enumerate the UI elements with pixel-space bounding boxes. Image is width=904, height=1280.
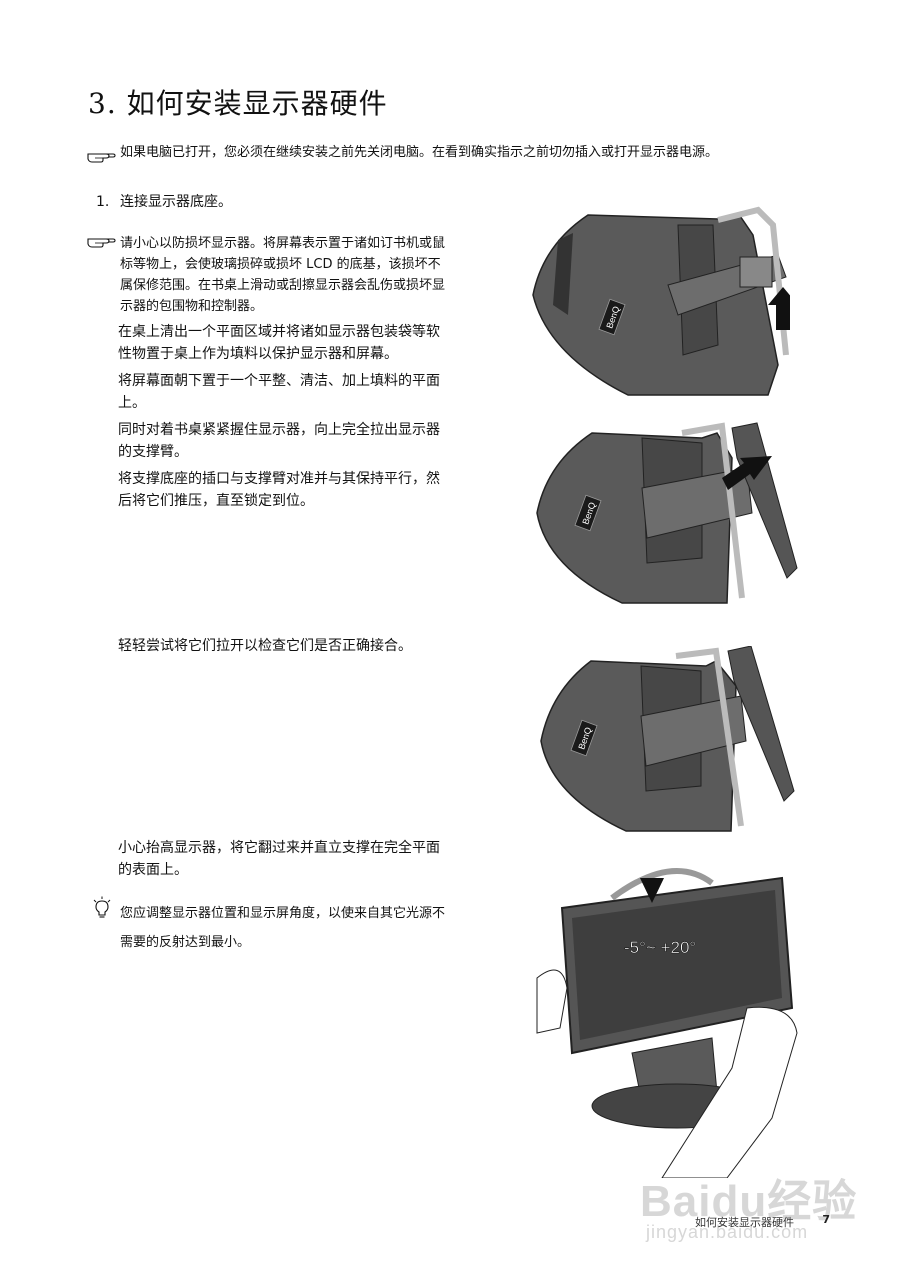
warning-text: 请小心以防损坏显示器。将屏幕表示置于诸如订书机或鼠 标等物上，会使玻璃损碎或损坏… [120,233,445,317]
paragraph-line: 性物置于桌上作为填料以保护显示器和屏幕。 [118,346,398,362]
paragraph-lift-monitor: 小心抬高显示器，将它翻过来并直立支撑在完全平面 的表面上。 [118,837,440,881]
paragraph-line: 后将它们推压，直至锁定到位。 [118,493,314,509]
watermark-url: jingyan.baidu.com [646,1222,809,1242]
paragraph-line: 小心抬高显示器，将它翻过来并直立支撑在完全平面 [118,840,440,856]
footer-title: 如何安装显示器硬件 [695,1216,794,1229]
illustration-upright-monitor: -5°~ +20° [536,868,798,1178]
paragraph-clear-area: 在桌上清出一个平面区域并将诸如显示器包装袋等软 性物置于桌上作为填料以保护显示器… [118,321,440,365]
paragraph-line: 上。 [118,395,146,411]
paragraph-check-engaged: 轻轻尝试将它们拉开以检查它们是否正确接合。 [118,638,412,654]
warning-line: 标等物上，会使玻璃损碎或损坏 LCD 的底基，该损坏不 [120,257,441,272]
warning-line: 属保修范围。在书桌上滑动或刮擦显示器会乱伤或损坏显 [120,278,446,293]
page-title: 3. 如何安装显示器硬件 [88,87,388,120]
lightbulb-icon [93,896,111,918]
watermark-brand: Baidu经验 [640,1177,858,1226]
step-label: 连接显示器底座。 [120,194,232,210]
tip-text: 您应调整显示器位置和显示屏角度，以使来自其它光源不 需要的反射达到最小。 [120,899,445,957]
illustration-attach-base: BenQ [536,422,798,604]
illustration-pull-arm: BenQ [532,206,790,396]
warning-line: 请小心以防损坏显示器。将屏幕表示置于诸如订书机或鼠 [120,236,446,251]
page-number: 7 [822,1213,830,1226]
paragraph-line: 的支撑臂。 [118,444,188,460]
step-number: 1. [96,194,110,210]
paragraph-line: 将支撑底座的插口与支撑臂对准并与其保持平行，然 [118,471,440,487]
paragraph-line: 在桌上清出一个平面区域并将诸如显示器包装袋等软 [118,324,440,340]
warning-line: 示器的包围物和控制器。 [120,299,264,314]
tilt-range-label: -5°~ +20° [624,938,696,957]
tip-line: 需要的反射达到最小。 [120,935,251,950]
paragraph-face-down: 将屏幕面朝下置于一个平整、清洁、加上填料的平面 上。 [118,370,440,414]
pointing-hand-icon [87,238,116,248]
paragraph-line: 同时对着书桌紧紧握住显示器，向上完全拉出显示器 [118,422,440,438]
tip-line: 您应调整显示器位置和显示屏角度，以使来自其它光源不 [120,906,446,921]
paragraph-attach-base: 将支撑底座的插口与支撑臂对准并与其保持平行，然 后将它们推压，直至锁定到位。 [118,468,440,512]
pointing-hand-icon [87,153,116,163]
paragraph-line: 的表面上。 [118,862,188,878]
illustration-check-engaged: BenQ [540,646,795,832]
paragraph-line: 将屏幕面朝下置于一个平整、清洁、加上填料的平面 [118,373,440,389]
paragraph-pull-arm: 同时对着书桌紧紧握住显示器，向上完全拉出显示器 的支撑臂。 [118,419,440,463]
power-off-note: 如果电脑已打开，您必须在继续安装之前先关闭电脑。在看到确实指示之前切勿插入或打开… [120,145,719,160]
